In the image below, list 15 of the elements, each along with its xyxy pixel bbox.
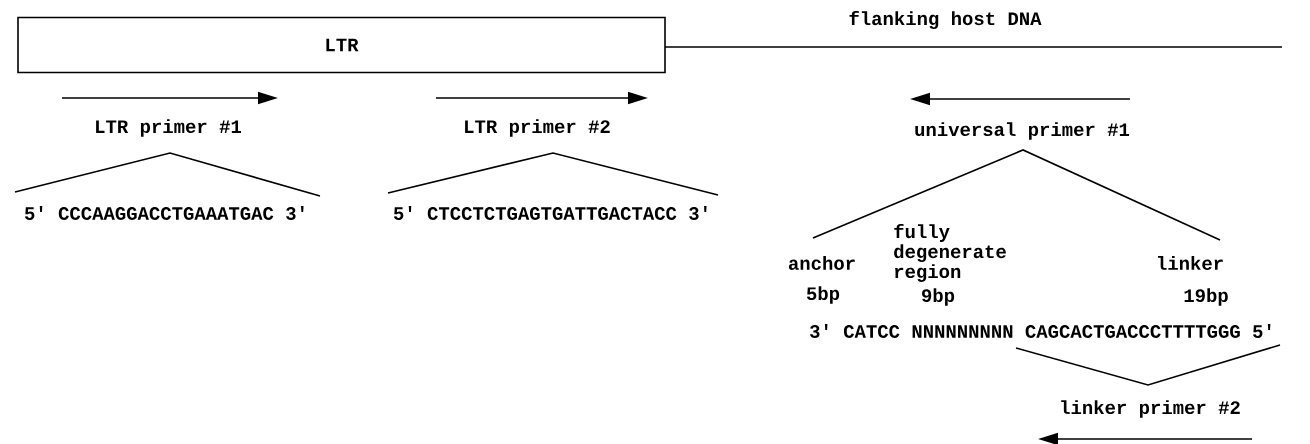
- region-label: flanking host DNA: [849, 11, 1042, 29]
- length-label: 19bp: [1184, 288, 1228, 306]
- primer-label: LTR primer #2: [465, 119, 610, 137]
- ltr-box: LTR: [17, 16, 666, 74]
- primer-label: linker primer #2: [1061, 400, 1240, 418]
- primer-label: universal primer #1: [915, 122, 1130, 140]
- length-label: 9bp: [922, 288, 955, 306]
- segment-label: fully degenerate region: [894, 224, 1006, 282]
- length-label: 5bp: [806, 286, 840, 304]
- sequence: 5' CTCCTCTGAGTGATTGACTACC 3': [393, 206, 707, 220]
- segment-label: anchor: [788, 256, 855, 270]
- primer-label: LTR primer #1: [96, 119, 241, 137]
- sequence: 5' CCCAAGGACCTGAAATGAC 3': [24, 206, 304, 220]
- sequence: 3' CATCC NNNNNNNNN CAGCACTGACCCTTTTGGG 5': [810, 324, 1271, 338]
- segment-label: linker: [1158, 256, 1223, 270]
